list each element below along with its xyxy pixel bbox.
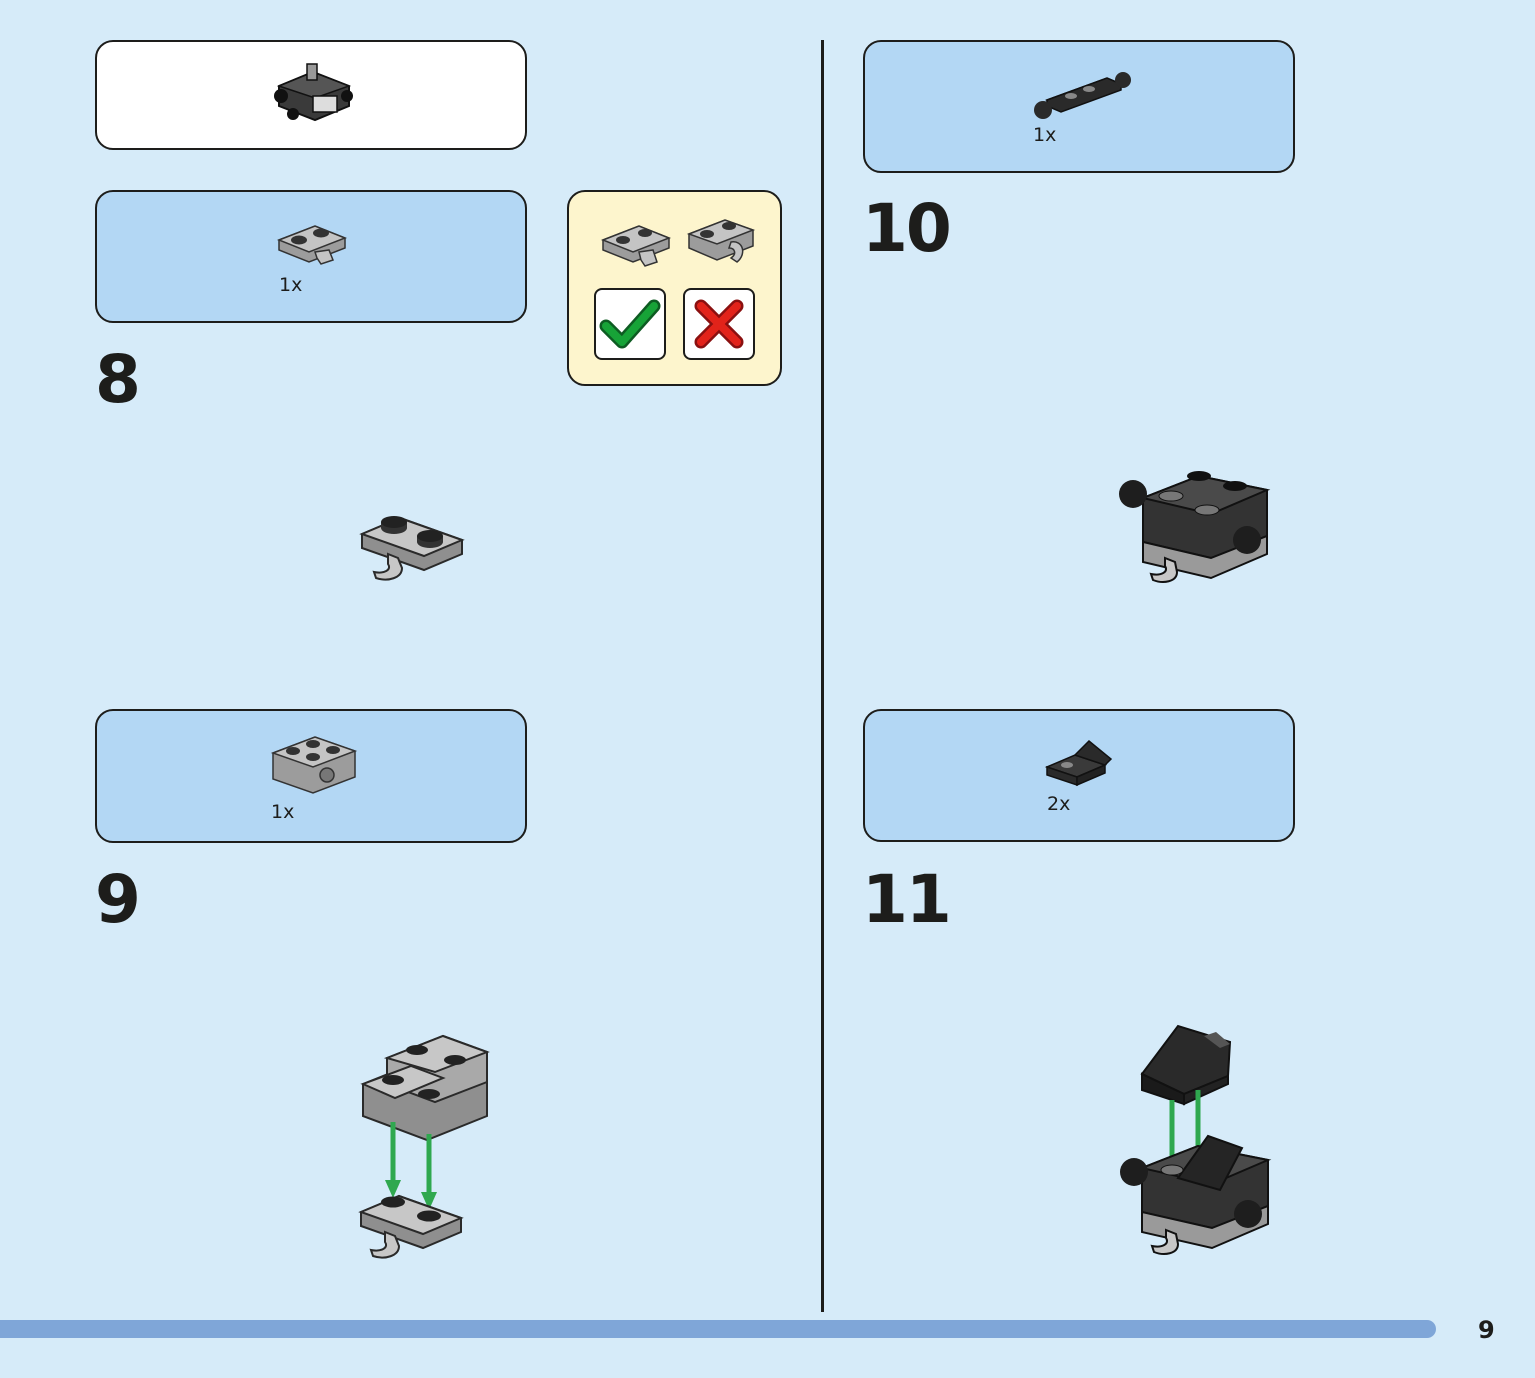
step-9-number: 9 (95, 861, 141, 938)
cross-icon (694, 299, 744, 349)
step-11-part-quantity: 2x (1047, 793, 1071, 815)
brick-technic-hole-icon (270, 736, 358, 794)
plate-clip-horizontal-icon (276, 225, 348, 265)
step-9-part-quantity: 1x (271, 801, 295, 823)
column-divider (821, 40, 824, 1312)
step-8-number: 8 (95, 341, 141, 418)
step-11-number: 11 (862, 861, 952, 938)
step-8-part-quantity: 1x (279, 274, 303, 296)
step-10-parts-box: 1x (863, 40, 1295, 173)
step-11-parts-box: 2x (863, 709, 1295, 842)
correct-orientation-part-icon (600, 225, 672, 267)
submodel-callout (95, 40, 527, 150)
step-10-part-quantity: 1x (1033, 124, 1057, 146)
plate-ball-joints-icon (1034, 72, 1131, 119)
step-8-assembly-illustration (359, 516, 465, 581)
slope-bracket-icon (1044, 739, 1113, 787)
step-9-assembly-illustration (358, 1034, 490, 1259)
wrong-orientation-part-icon (686, 219, 756, 263)
wrong-choice-box (683, 288, 755, 360)
step-10-assembly-illustration (1119, 471, 1271, 583)
step-10-number: 10 (862, 190, 952, 267)
progress-bar (0, 1320, 1436, 1338)
step-11-assembly-illustration (1120, 1024, 1272, 1255)
step-9-parts-box: 1x (95, 709, 527, 843)
page-number: 9 (1478, 1316, 1495, 1344)
checkmark-icon (599, 299, 661, 349)
correct-choice-box (594, 288, 666, 360)
submodel-preview-icon (274, 63, 353, 122)
step-8-parts-box: 1x (95, 190, 527, 323)
orientation-hint-box (567, 190, 782, 386)
